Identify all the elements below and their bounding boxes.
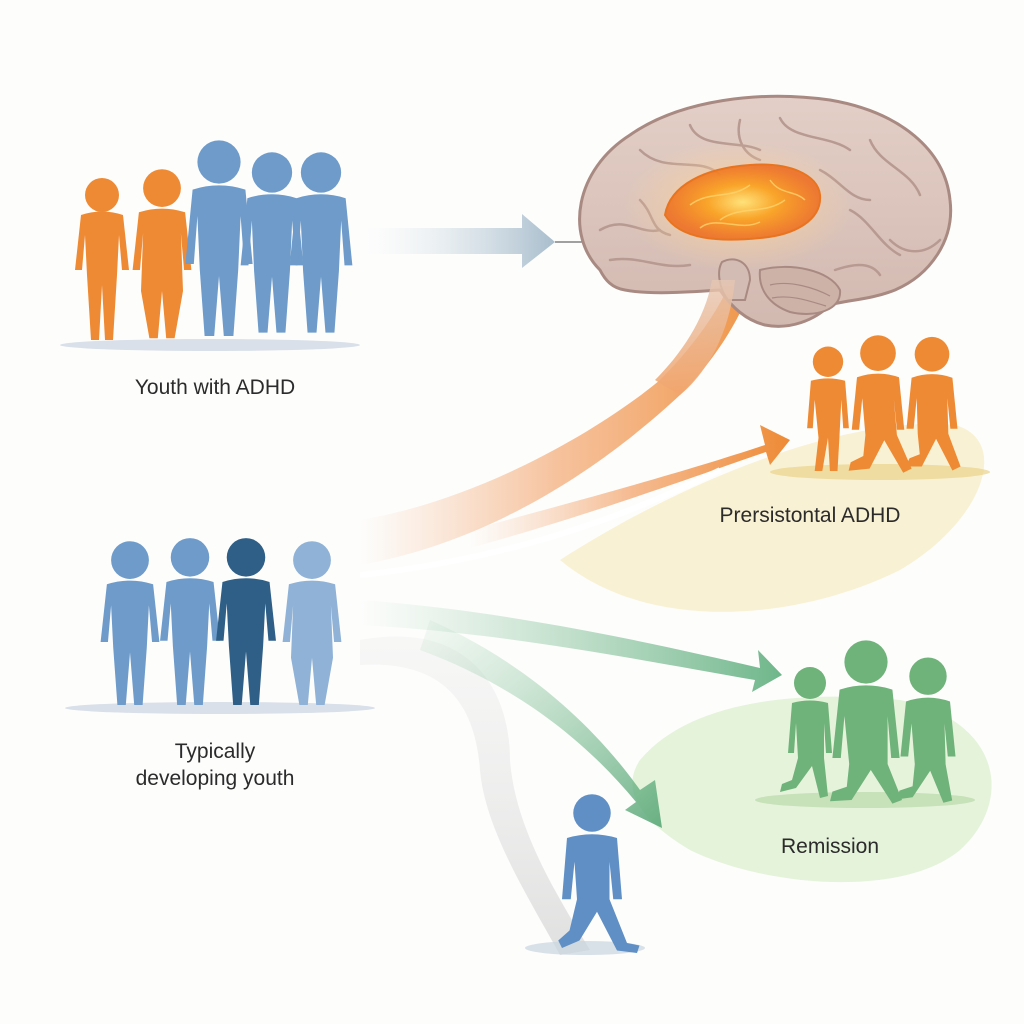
remission-label: Remission [780,835,880,858]
brain-to-stream [655,280,735,395]
walking-person-icon [780,667,832,798]
youth-adhd-label: Youth with ADHD [134,376,296,399]
grey-stream [360,636,590,955]
typically-developing-line1: Typically [174,740,256,763]
typical-group [100,538,342,705]
brain-icon [578,94,953,328]
green-stream [360,600,782,692]
child-silhouette-icon [282,541,342,705]
child-silhouette-icon [216,538,276,705]
remission-group [780,640,956,804]
walking-person-icon [897,657,956,803]
walking-person-icon [807,346,849,471]
remission-band [632,696,992,883]
orange-branch [470,425,790,548]
walking-person-icon [830,640,902,804]
arrow-right-icon [365,214,555,268]
adhd-group [75,140,353,340]
child-silhouette-icon [185,140,253,336]
orange-stream [360,270,755,565]
persistent-adhd-label: Prersistontal ADHD [719,504,901,527]
child-silhouette-icon [240,152,304,333]
child-silhouette-icon [160,538,220,705]
child-silhouette-icon [100,541,160,705]
green-stream-down [420,620,662,828]
basal-ganglia-glow [663,163,822,241]
persistent-group [807,335,961,473]
walking-person-icon [558,794,640,953]
cerebellum [758,266,842,315]
child-silhouette-icon [289,152,353,333]
child-silhouette-icon [75,178,129,340]
typically-developing-label: Typically developing youth [95,738,335,793]
walking-person-icon [848,335,912,473]
typically-developing-line2: developing youth [135,767,295,791]
walking-person-icon [905,336,961,471]
white-divider [359,467,722,578]
child-silhouette-icon [132,169,192,339]
